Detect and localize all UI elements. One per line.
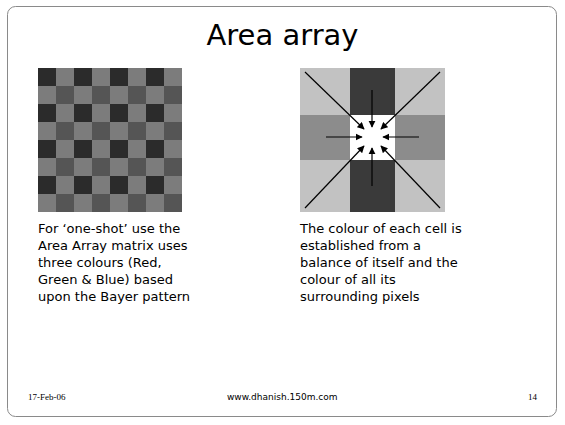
slide-number: 14 xyxy=(528,392,537,402)
slide-title: Area array xyxy=(0,18,565,52)
footer-url: www.dhanish.150m.com xyxy=(227,392,338,402)
caption-text: The colour of each cell is established f… xyxy=(300,220,468,305)
slide-border xyxy=(8,7,557,417)
footer-date: 17-Feb-06 xyxy=(28,392,66,402)
caption-text: For ‘one-shot’ use the Area Array matrix… xyxy=(38,220,198,305)
inward-arrows xyxy=(305,72,440,208)
neighbour-pattern xyxy=(300,68,445,212)
bayer-pattern xyxy=(38,68,182,212)
